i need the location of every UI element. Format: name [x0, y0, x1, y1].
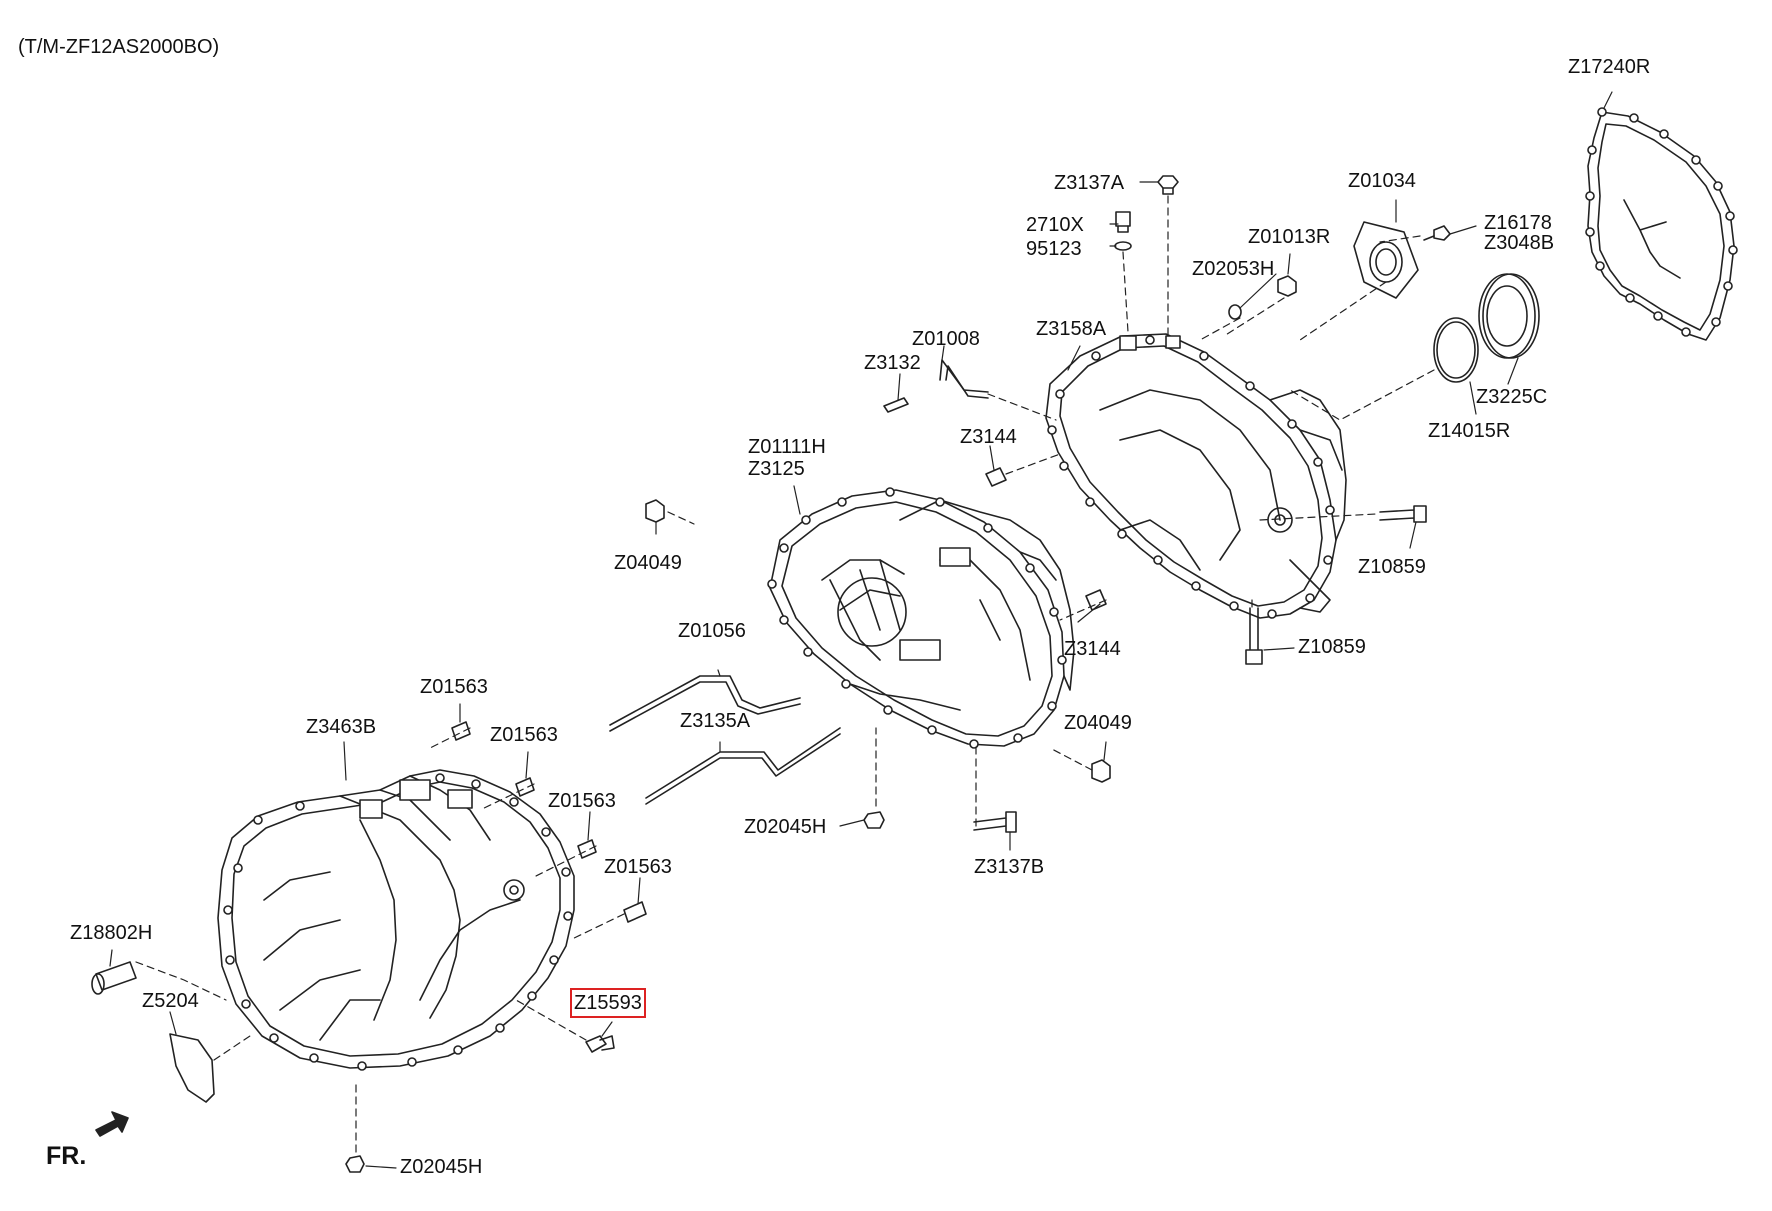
part-label[interactable]: Z02045H: [400, 1156, 483, 1178]
part-label-highlighted[interactable]: Z15593: [570, 988, 646, 1018]
part-label[interactable]: Z3137B: [974, 856, 1045, 878]
part-label[interactable]: Z3137A: [1054, 172, 1125, 194]
model-code: (T/M-ZF12AS2000BO): [18, 36, 220, 58]
part-label[interactable]: Z18802H: [70, 922, 153, 944]
part-label[interactable]: Z3132: [864, 352, 921, 374]
part-label[interactable]: Z01563: [490, 724, 558, 746]
intermediate-housing: [767, 487, 1075, 749]
part-label[interactable]: Z01013R: [1248, 226, 1331, 248]
part-label[interactable]: Z01563: [420, 676, 488, 698]
part-label[interactable]: Z3135A: [680, 710, 751, 732]
part-label[interactable]: Z3048B: [1484, 232, 1555, 254]
part-label[interactable]: Z3463B: [306, 716, 377, 738]
part-label[interactable]: Z3225C: [1476, 386, 1548, 408]
part-label[interactable]: Z01563: [604, 856, 672, 878]
part-label[interactable]: Z01056: [678, 620, 746, 642]
part-label[interactable]: Z3158A: [1036, 318, 1107, 340]
part-label[interactable]: Z17240R: [1568, 56, 1651, 78]
part-label[interactable]: Z01034: [1348, 170, 1416, 192]
part-label[interactable]: 2710X: [1026, 214, 1084, 236]
rear-housing: [1045, 333, 1347, 619]
part-label[interactable]: Z16178: [1484, 212, 1552, 234]
part-label[interactable]: Z04049: [614, 552, 682, 574]
front-marker: FR.: [46, 1142, 87, 1170]
small-parts: [91, 175, 1540, 1173]
assembly-lines: [135, 195, 1435, 1153]
part-label[interactable]: Z10859: [1358, 556, 1426, 578]
part-label[interactable]: Z01008: [912, 328, 980, 350]
part-label[interactable]: Z14015R: [1428, 420, 1511, 442]
rear-cover-gasket: [1585, 107, 1738, 341]
part-label[interactable]: Z10859: [1298, 636, 1366, 658]
part-label[interactable]: Z01111H: [748, 436, 826, 458]
part-label[interactable]: Z02045H: [744, 816, 827, 838]
clutch-housing: [217, 769, 575, 1071]
part-label[interactable]: Z3144: [1064, 638, 1121, 660]
part-label[interactable]: 95123: [1026, 238, 1082, 260]
part-label[interactable]: Z01563: [548, 790, 616, 812]
part-label[interactable]: Z3125: [748, 458, 805, 480]
part-label[interactable]: Z5204: [142, 990, 199, 1012]
part-label[interactable]: Z3144: [960, 426, 1017, 448]
part-label[interactable]: Z04049: [1064, 712, 1132, 734]
leader-lines: [109, 91, 1613, 1169]
part-label[interactable]: Z02053H: [1192, 258, 1275, 280]
